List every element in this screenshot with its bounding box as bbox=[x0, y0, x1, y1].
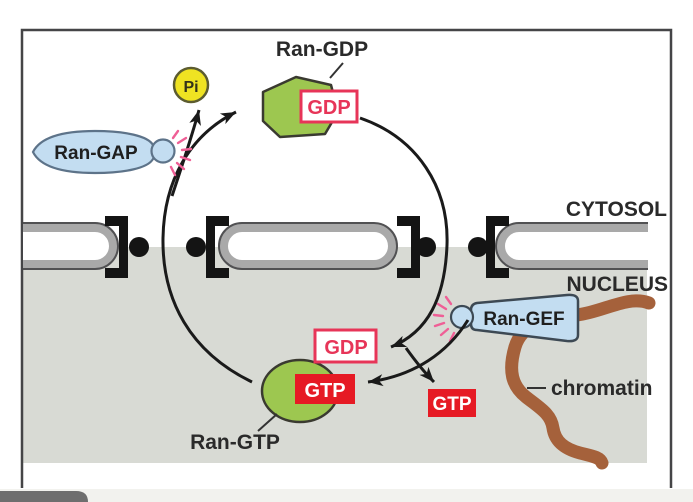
arrowhead-icon bbox=[391, 335, 408, 347]
nuclear-pore-complex-left bbox=[105, 216, 229, 278]
ran-gef-complex: Ran-GEF bbox=[432, 293, 580, 343]
gtp-free-box bbox=[428, 389, 476, 417]
ran-gef-knob-icon bbox=[449, 304, 475, 330]
ran-gef-blob-icon bbox=[469, 293, 580, 343]
bottom-page-strip bbox=[0, 489, 693, 502]
ran-gtp-leader-line bbox=[257, 413, 278, 432]
gtp-free-box-label: GTP bbox=[432, 394, 471, 415]
nuclear-pore-complex-right bbox=[397, 216, 509, 278]
pore-particle-icon bbox=[416, 237, 436, 257]
pore-bracket-icon bbox=[486, 216, 509, 278]
chromatin-label: chromatin bbox=[551, 377, 653, 400]
import-descending-arrow bbox=[359, 116, 449, 349]
membrane-segment-middle bbox=[218, 222, 398, 270]
pore-particle-icon bbox=[129, 237, 149, 257]
pore-bracket-icon bbox=[105, 216, 128, 278]
ran-gap-complex: Ran-GAP bbox=[31, 129, 193, 177]
arrowhead-icon bbox=[368, 374, 384, 387]
gdp-released-box-label: GDP bbox=[324, 337, 367, 359]
ran-gef-label: Ran-GEF bbox=[483, 309, 564, 330]
membrane-segment-left bbox=[23, 222, 119, 270]
arrowhead-icon bbox=[189, 110, 201, 127]
catalysis-burst-icon bbox=[432, 295, 456, 343]
arrowhead-icon bbox=[219, 112, 236, 125]
bottom-left-partial-tab[interactable] bbox=[0, 491, 88, 502]
ran-gtp-complex: GDP GTP GTP Ran-GTP bbox=[190, 328, 476, 454]
gdp-bound-box bbox=[299, 89, 359, 124]
pore-bracket-icon bbox=[206, 216, 229, 278]
pore-particle-icon bbox=[186, 237, 206, 257]
ran-gap-label: Ran-GAP bbox=[54, 143, 138, 164]
ran-gap-knob-icon bbox=[150, 138, 176, 164]
pi-circle-icon bbox=[172, 66, 210, 104]
membrane-segment-right bbox=[495, 222, 648, 270]
cytosol-label: CYTOSOL bbox=[566, 198, 667, 221]
gtp-bound-box bbox=[295, 374, 355, 404]
phosphate-pi: Pi bbox=[172, 66, 210, 104]
nucleus-label: NUCLEUS bbox=[566, 273, 668, 296]
gtp-loading-arrow bbox=[367, 319, 470, 384]
catalysis-burst-icon bbox=[169, 129, 193, 177]
pi-label: Pi bbox=[183, 79, 198, 96]
gtp-hydrolysis-arrow bbox=[161, 110, 253, 384]
figure-frame-border bbox=[20, 28, 673, 488]
ran-gtp-label: Ran-GTP bbox=[190, 431, 280, 454]
nuclear-envelope bbox=[23, 216, 648, 278]
gdp-released-box bbox=[313, 328, 378, 364]
pore-bracket-icon bbox=[397, 216, 420, 278]
arrowhead-icon bbox=[419, 366, 434, 382]
gdp-bound-box-label: GDP bbox=[307, 97, 350, 119]
ran-gdp-label: Ran-GDP bbox=[276, 38, 368, 61]
pore-particle-icon bbox=[468, 237, 488, 257]
ran-gdp-complex: GDP Ran-GDP bbox=[261, 38, 368, 139]
ran-gdp-leader-line bbox=[329, 62, 344, 79]
gtp-bound-box-label: GTP bbox=[304, 380, 345, 402]
